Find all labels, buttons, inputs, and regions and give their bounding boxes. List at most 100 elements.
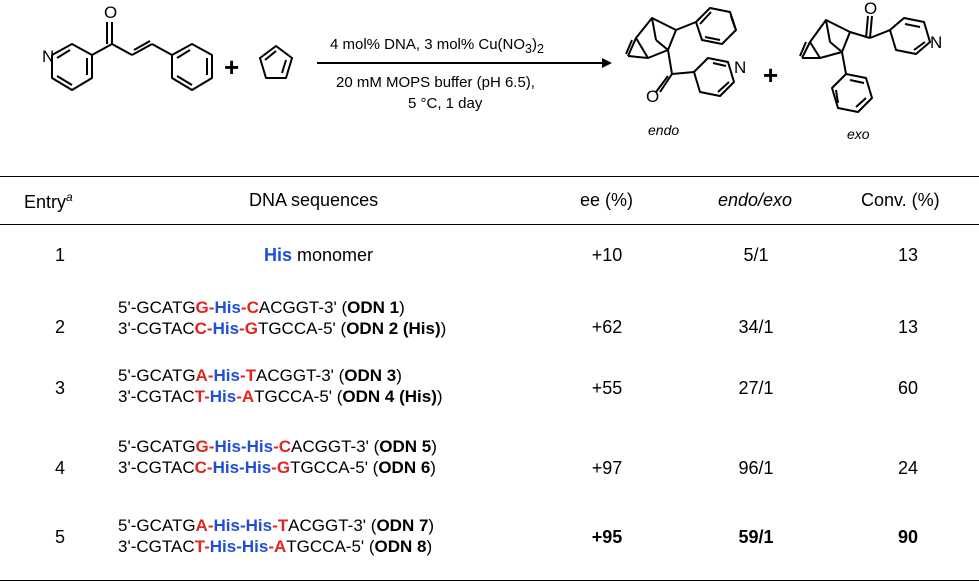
sequence-segment: His [209,387,237,406]
sequence-segment: ) [430,458,436,477]
sequence-segment: ACGGT-3' ( [288,516,377,535]
sequence-segment: C [194,319,207,338]
sequence-segment: - [272,516,278,535]
row-4-seq-line-2: 3'-CGTACC-His-His-GTGCCA-5' (ODN 6) [118,458,436,478]
row-5-ee: +95 [591,527,623,547]
sequence-segment: - [207,366,214,385]
row-3-entry: 3 [55,378,66,398]
sequence-segment: ACGGT-3' ( [258,298,348,317]
sequence-segment: His [214,298,241,317]
sequence-segment: T [277,516,289,535]
exo-product-structure [799,15,931,113]
condition-line-1-main: 4 mol% DNA, 3 mol% Cu(NO [330,36,526,53]
endo-oxygen: O [646,87,659,106]
row-4-conv: 24 [897,458,919,478]
sequence-segment: 5'-GCATG [118,516,196,535]
sequence-segment: C [194,458,207,477]
sequence-segment: His [245,516,273,535]
row-5-seq-line-2: 3'-CGTACT-His-His-ATGCCA-5' (ODN 8) [118,537,432,557]
sequence-segment: 3'-CGTAC [118,537,195,556]
condition-line-2: 20 mM MOPS buffer (pH 6.5), [336,74,535,91]
row-1-his: His [264,245,293,265]
sequence-segment: ) [396,366,402,385]
row-2-seq-line-2: 3'-CGTACC-His-GTGCCA-5' (ODN 2 (His)) [118,319,446,339]
row-5-conv: 90 [897,527,919,547]
sequence-segment: His [209,537,237,556]
sequence-segment: ) [431,437,437,456]
row-3-ee: +55 [591,378,623,398]
row-2-ee: +62 [591,317,623,337]
sequence-segment: TGCCA-5' ( [286,537,375,556]
row-2-conv: 13 [897,317,919,337]
condition-line-3: 5 °C, 1 day [408,95,483,112]
sequence-segment: - [206,458,213,477]
header-endo-exo: endo/exo [718,190,793,210]
sequence-segment: His [241,537,269,556]
sequence-segment: ODN 6 [378,458,431,477]
sequence-segment: - [236,537,242,556]
plus-sign-1: + [224,52,240,82]
sequence-segment: - [268,537,275,556]
reaction-scheme: N O [42,0,942,113]
sequence-segment: T [194,387,205,406]
row-1-endo-exo: 5/1 [743,245,769,265]
sequence-segment: ) [399,298,405,317]
row-3-conv: 60 [897,378,919,398]
row-3-seq-line-2: 3'-CGTACT-His-ATGCCA-5' (ODN 4 (His)) [118,387,443,407]
sequence-segment: ACGGT-3' ( [291,437,380,456]
sequence-segment: 5'-GCATG [118,437,196,456]
sequence-segment: ODN 2 (His) [346,319,441,338]
row-1-ee: +10 [591,245,623,265]
sequence-segment: His [213,516,240,535]
sequence-segment: His [214,437,241,456]
sequence-segment: - [207,516,214,535]
row-4-endo-exo: 96/1 [738,458,774,478]
row-3-endo-exo: 27/1 [738,378,774,398]
sequence-segment: C [278,437,292,456]
sequence-segment: 5'-GCATG [118,298,196,317]
sequence-segment: 3'-CGTAC [118,458,195,477]
sequence-segment: TGCCA-5' ( [257,319,347,338]
condition-line-1: 4 mol% DNA, 3 mol% Cu(NO3)2 [330,36,544,56]
row-1-dna: His monomer [264,245,373,266]
sequence-segment: 3'-CGTAC [118,319,195,338]
enone-oxygen: O [104,3,117,22]
row-3-seq-line-1: 5'-GCATGA-His-TACGGT-3' (ODN 3) [118,366,402,386]
sequence-segment: G [195,437,209,456]
sequence-segment: ODN 5 [379,437,432,456]
sequence-segment: ODN 7 [376,516,429,535]
sequence-segment: - [204,387,210,406]
row-1-conv: 13 [897,245,919,265]
header-entry: Entrya [24,190,73,213]
sequence-segment: ACGGT-3' ( [256,366,345,385]
sequence-segment: His [244,458,272,477]
header-dna-sequences: DNA sequences [249,190,379,210]
sequence-segment: - [240,298,247,317]
sequence-segment: G [195,298,209,317]
header-entry-footnote: a [66,190,73,204]
exo-label: exo [847,126,870,142]
sequence-segment: TGCCA-5' ( [290,458,379,477]
sequence-segment: - [239,516,246,535]
row-4-entry: 4 [55,458,66,478]
sequence-segment: - [239,458,245,477]
enone-phenyl-ring [171,43,213,91]
sequence-segment: 5'-GCATG [118,366,196,385]
row-5-seq-line-1: 5'-GCATGA-His-His-TACGGT-3' (ODN 7) [118,516,434,536]
sequence-segment: - [273,437,279,456]
sequence-segment: - [271,458,277,477]
sequence-segment: G [244,319,258,338]
header-entry-text: Entry [24,192,67,212]
row-4-ee: +97 [591,458,623,478]
sequence-segment: His [213,366,240,385]
sequence-segment: - [239,319,245,338]
condition-paren: ) [532,36,537,53]
row-2-entry: 2 [55,317,66,337]
sequence-segment: ODN 4 (His) [342,387,437,406]
exo-nitrogen: N [930,33,942,52]
sequence-segment: ) [428,516,435,535]
sequence-segment: ODN 3 [344,366,397,385]
header-conversion: Conv. (%) [861,190,940,210]
sequence-segment: A [274,537,287,556]
condition-copper-subscript: 2 [537,42,544,56]
